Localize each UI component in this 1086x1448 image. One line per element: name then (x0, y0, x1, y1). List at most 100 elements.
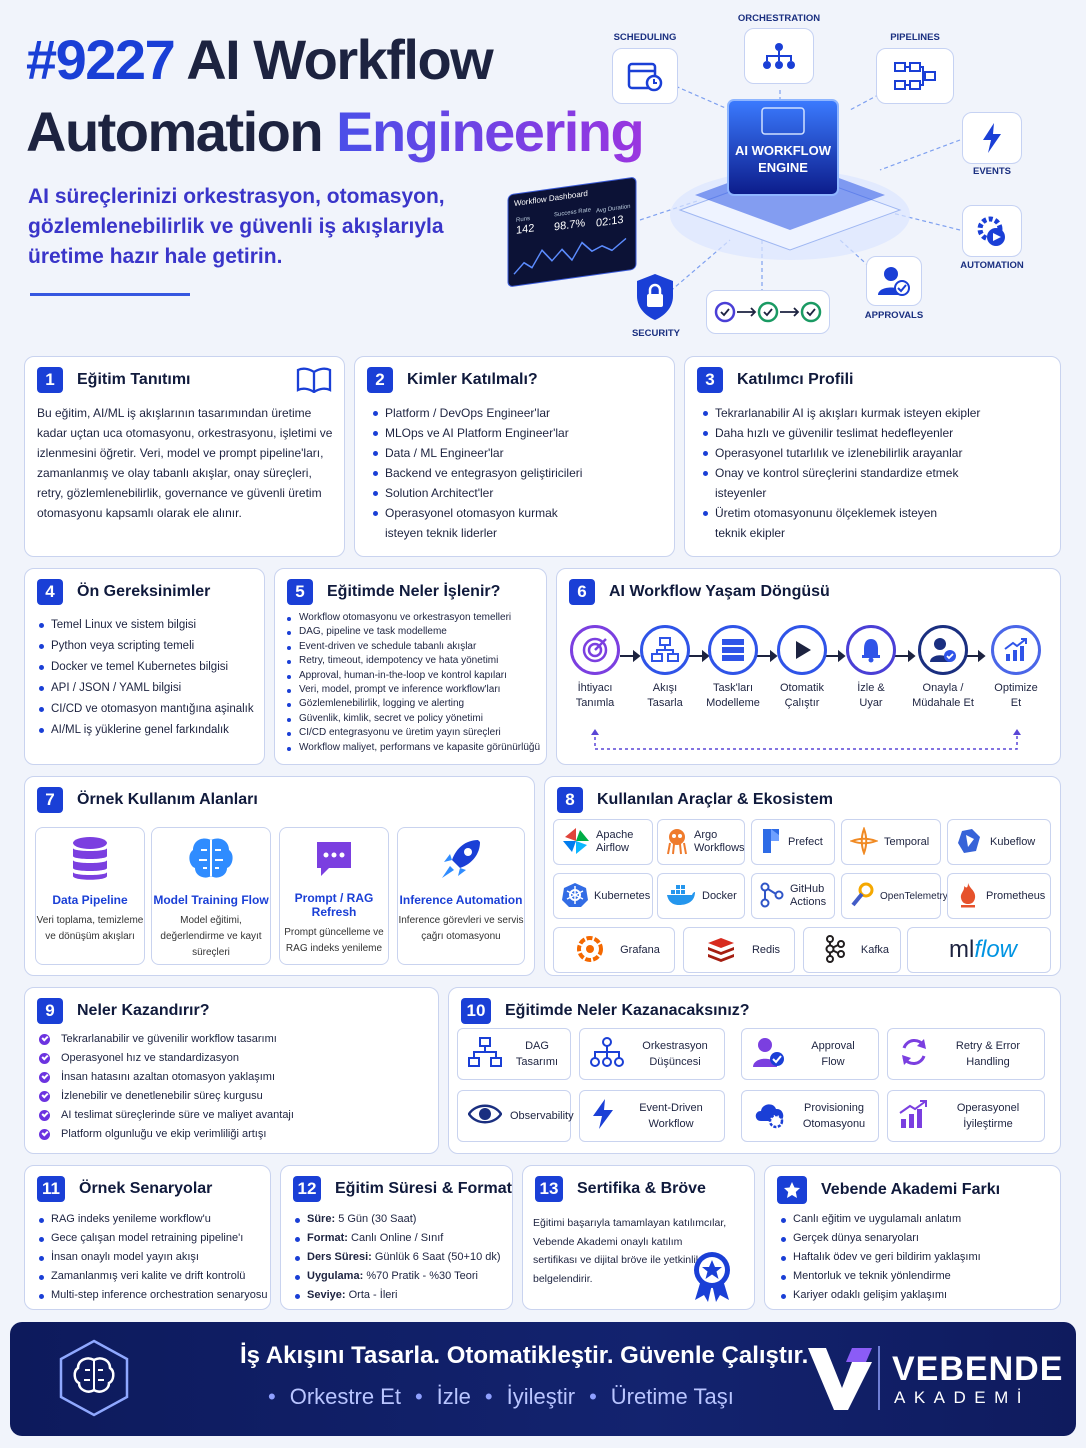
node-security-label: SECURITY (631, 328, 681, 339)
tool-name: Redis (751, 943, 781, 956)
section-number: 5 (287, 579, 313, 605)
lightning-icon (962, 112, 1022, 164)
play-icon (777, 625, 827, 675)
section-title: Eğitimde Neler İşlenir? (327, 583, 501, 600)
section-curriculum: 5 Eğitimde Neler İşlenir? Workflow otomas… (274, 568, 547, 765)
lifecycle-step-label: İzle &Uyar (857, 682, 885, 709)
use-case-desc: Inference görevleri ve servis çağrı otom… (398, 915, 524, 942)
node-approvals-label: APPROVALS (864, 310, 924, 321)
format-row: Format: Canlı Online / Sınıf (293, 1229, 511, 1248)
lifecycle-step: Onayla /Müdahale Et (905, 625, 981, 711)
list-item: Workflow otomasyonu ve orkestrasyon teme… (285, 611, 545, 625)
tool-name: Kubernetes (594, 889, 651, 902)
dashboard-duration-value: 02:13 (596, 214, 624, 230)
grafana-logo-icon (576, 935, 604, 966)
section-title: Sertifika & Bröve (577, 1180, 706, 1197)
list-item: Multi-step inference orchestration senar… (37, 1286, 269, 1305)
improve-icon (898, 1099, 930, 1134)
opentelemetry-logo-icon (850, 882, 874, 911)
dashboard-success-label: Success Rate (554, 207, 592, 218)
logo-divider (878, 1346, 880, 1410)
node-pipelines-label: PIPELINES (890, 32, 940, 43)
hero-title-highlight: Engineering (336, 100, 645, 163)
lifecycle-step: İzle &Uyar (833, 625, 909, 711)
list-item: Platform / DevOps Engineer'lar (371, 403, 661, 423)
section-title: Örnek Kullanım Alanları (77, 791, 258, 808)
use-case-card: Inference Automation Inference görevleri… (397, 827, 525, 965)
list-item: Tekrarlanabilir ve güvenilir workflow ta… (39, 1030, 429, 1049)
footer-tag: İzle (436, 1384, 471, 1409)
list-item: Daha hızlı ve güvenilir teslimat hedefle… (701, 423, 991, 443)
list-item: Platform olgunluğu ve ekip verimliliği a… (39, 1125, 429, 1144)
airflow-logo-icon (562, 827, 590, 858)
section-number: 3 (697, 367, 723, 393)
tool-name: Grafana (620, 943, 660, 956)
footer-tags: •Orkestre Et •İzle •İyileştir •Üretime T… (268, 1384, 734, 1409)
list-item: Gece çalışan model retraining pipeline'ı (37, 1229, 269, 1248)
dashboard-runs-label: Runs (516, 216, 530, 224)
flow-icon (640, 625, 690, 675)
list-item: MLOps ve AI Platform Engineer'lar (371, 423, 661, 443)
footer-headline: İş Akışını Tasarla. Otomatikleştir. Güve… (240, 1342, 809, 1369)
footer-banner: İş Akışını Tasarla. Otomatikleştir. Güve… (10, 1322, 1076, 1436)
list-item: AI/ML iş yüklerine genel farkındalık (37, 720, 262, 741)
brand-subname: AKADEMİ (894, 1388, 1031, 1407)
section-title: Örnek Senaryolar (79, 1180, 213, 1197)
format-row: Ders Süresi: Günlük 6 Saat (50+10 dk) (293, 1248, 511, 1267)
brand-name: VEBENDE (892, 1350, 1064, 1388)
certificate-text: Eğitimi başarıyla tamamlayan katılımcıla… (533, 1217, 727, 1285)
shield-lock-icon (633, 272, 677, 322)
section-number: 6 (569, 579, 595, 605)
hierarchy-icon (744, 28, 814, 84)
footer-tag: Orkestre Et (289, 1384, 401, 1409)
list-item: CI/CD ve otomasyon mantığına aşinalık (37, 699, 262, 720)
lifecycle-connectors (591, 649, 1021, 750)
bolt-icon (590, 1098, 616, 1135)
section-number: 10 (461, 998, 491, 1024)
calendar-icon (612, 48, 678, 104)
use-case-card: Data Pipeline Veri toplama, temizleme ve… (35, 827, 145, 965)
list-item: Güvenlik, kimlik, secret ve policy yönet… (285, 712, 545, 726)
tool-name: Prefect (788, 835, 823, 848)
temporal-logo-icon (849, 825, 879, 858)
pipeline-icon (876, 48, 954, 104)
gear-play-icon (962, 205, 1022, 257)
workflow-engine-diagram: AI WORKFLOW ENGINE Workflow Dashboard Ru… (507, 74, 961, 301)
list-item: Canlı eğitim ve uygulamalı anlatım (779, 1210, 1055, 1229)
list-item: Docker ve temel Kubernetes bilgisi (37, 657, 262, 678)
intro-text: Bu eğitim, AI/ML iş akışlarının tasarımı… (37, 406, 333, 520)
badge-icon (691, 1250, 733, 1307)
node-scheduling-label: SCHEDULING (613, 32, 677, 43)
cloud-gear-icon (752, 1099, 788, 1134)
target-icon (570, 625, 620, 675)
footer-tag: Üretime Taşı (610, 1384, 734, 1409)
orchestration-icon (590, 1036, 624, 1072)
list-item: Operasyonel tutarlılık ve izlenebilirlik… (701, 443, 991, 463)
use-case-card: Prompt / RAG Refresh Prompt güncelleme v… (279, 827, 389, 965)
tool-name: Kafka (860, 943, 890, 956)
database-icon (36, 836, 144, 887)
section-title: Eğitimde Neler Kazanacaksınız? (505, 1002, 750, 1019)
book-icon (296, 367, 332, 398)
dashboard-runs-value: 142 (516, 222, 534, 237)
tool-name: Kubeflow (990, 835, 1036, 848)
list-item: Event-driven ve schedule tabanlı akışlar (285, 640, 545, 654)
list-item: Workflow maliyet, performans ve kapasite… (285, 741, 545, 755)
use-case-title: Prompt / RAG Refresh (294, 891, 374, 919)
section-number: 2 (367, 367, 393, 393)
list-item: İzlenebilir ve denetlenebilir süreç kurg… (39, 1087, 429, 1106)
star-icon (777, 1176, 807, 1204)
docker-whale-icon (666, 883, 696, 910)
